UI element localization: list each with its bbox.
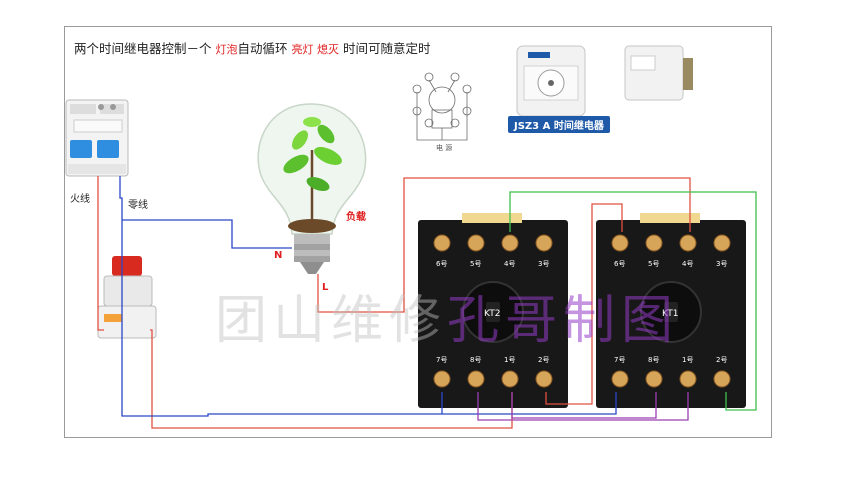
push-button — [97, 256, 157, 339]
schematic-power-label: 电 源 — [436, 143, 452, 152]
kt1-pin-label: 1号 — [682, 356, 693, 364]
neutral-wire — [119, 176, 617, 417]
kt2-pin-label: 2号 — [538, 356, 549, 364]
relay-socket-kt2 — [418, 213, 568, 408]
load-l-wire — [317, 177, 691, 313]
watermark: 团山维修孔哥制图 — [215, 291, 680, 351]
kt2-label: KT2 — [484, 309, 500, 319]
live-wire — [97, 176, 104, 331]
pin-labels: 6号 5号 4号 3号 7号 8号 1号 2号 6号 5号 4号 3号 7号 8… — [436, 260, 727, 364]
load-label: 负载 — [346, 212, 366, 223]
kt2-kt1-wire — [545, 203, 623, 405]
kt2-pin-label: 1号 — [504, 356, 515, 364]
relay-product-photo — [516, 45, 586, 117]
kt1-screw-terminals — [611, 234, 731, 388]
purple-wire-a — [511, 392, 657, 419]
pin-schematic — [412, 72, 472, 141]
relay-side-photo — [624, 45, 693, 101]
kt2-pin-label: 4号 — [504, 260, 515, 268]
neutral-n-label: N — [274, 250, 283, 261]
live-label: 火线 — [70, 194, 90, 205]
relay-socket-kt1 — [596, 213, 746, 408]
kt2-pin-label: 5号 — [470, 260, 481, 268]
kt2-pin-label: 6号 — [436, 260, 447, 268]
diagram-title: 两个时间继电器控制－个 灯泡自动循环 亮灯 熄灭 时间可随意定时 — [74, 41, 431, 56]
circuit-breaker — [65, 99, 129, 177]
kt1-pin-label: 8号 — [648, 356, 659, 364]
kt2-screw-terminals — [433, 234, 553, 388]
kt1-pin-label: 3号 — [716, 260, 727, 268]
kt1-pin-label: 7号 — [614, 356, 625, 364]
kt2-pin-label: 8号 — [470, 356, 481, 364]
kt1-label: KT1 — [662, 309, 678, 319]
bulb — [257, 103, 367, 274]
model-badge: JSZ3 A 时间继电器 — [508, 116, 610, 133]
kt2-pin-label: 3号 — [538, 260, 549, 268]
kt2-pin-label: 7号 — [436, 356, 447, 364]
kt1-pin-label: 6号 — [614, 260, 625, 268]
kt1-pin-label: 5号 — [648, 260, 659, 268]
neutral-label: 零线 — [128, 200, 148, 211]
purple-wire-b — [477, 392, 689, 421]
live-l-label: L — [322, 282, 329, 293]
neutral-to-bulb — [122, 219, 292, 249]
green-wire — [509, 191, 757, 411]
kt1-pin-label: 2号 — [716, 356, 727, 364]
kt1-pin-label: 4号 — [682, 260, 693, 268]
